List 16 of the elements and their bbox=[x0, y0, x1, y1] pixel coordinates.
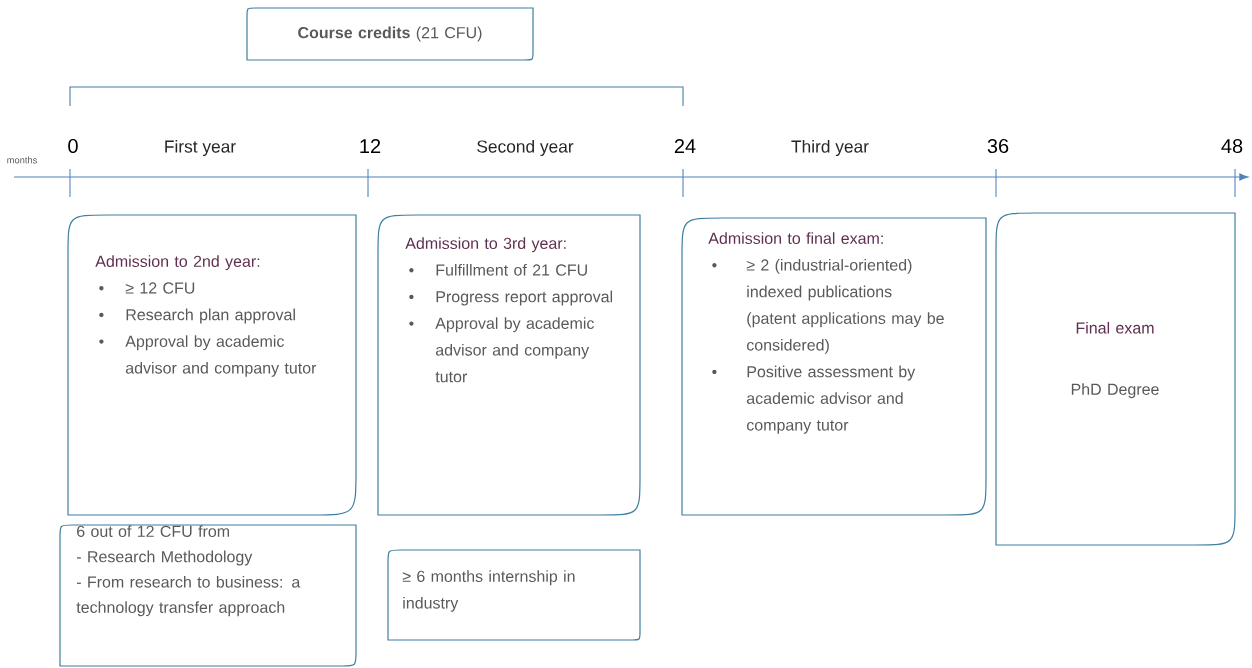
credits-box: Course credits (21 CFU) bbox=[246, 7, 534, 61]
requirement-box: Admission to 2nd year: ≥ 12 CFU Research plan approval Approval by academic advisor and company tutor bbox=[67, 214, 357, 516]
period-label: Third year bbox=[791, 139, 869, 157]
requirement-box: 6 out of 12 CFU from - Research Methodology - From research to business: a technology transfer approach bbox=[59, 524, 357, 667]
axis-label: 24 bbox=[674, 139, 696, 153]
period-label: Second year bbox=[477, 139, 574, 157]
axis-label: 0 bbox=[68, 138, 78, 154]
requirement-box: Admission to 3rd year: Fulfillment of 21 CFU Progress report approval Approval by academic advisor and company tutor bbox=[377, 214, 641, 516]
axis-label: 12 bbox=[360, 139, 381, 153]
period-label: First year bbox=[165, 139, 236, 157]
requirement-box: ≥ 6 months internship in industry bbox=[387, 549, 641, 641]
axis-label: 36 bbox=[987, 138, 1009, 154]
axis-label: 48 bbox=[1221, 138, 1243, 154]
axis-label: months bbox=[7, 156, 37, 164]
requirement-box: Admission to final exam: ≥ 2 (industrial-oriented) indexed publications (patent applications may be considered) Positive assessment by academic advisor and company tutor bbox=[681, 217, 987, 516]
exam-box: Final exam PhD Degree bbox=[995, 212, 1236, 546]
